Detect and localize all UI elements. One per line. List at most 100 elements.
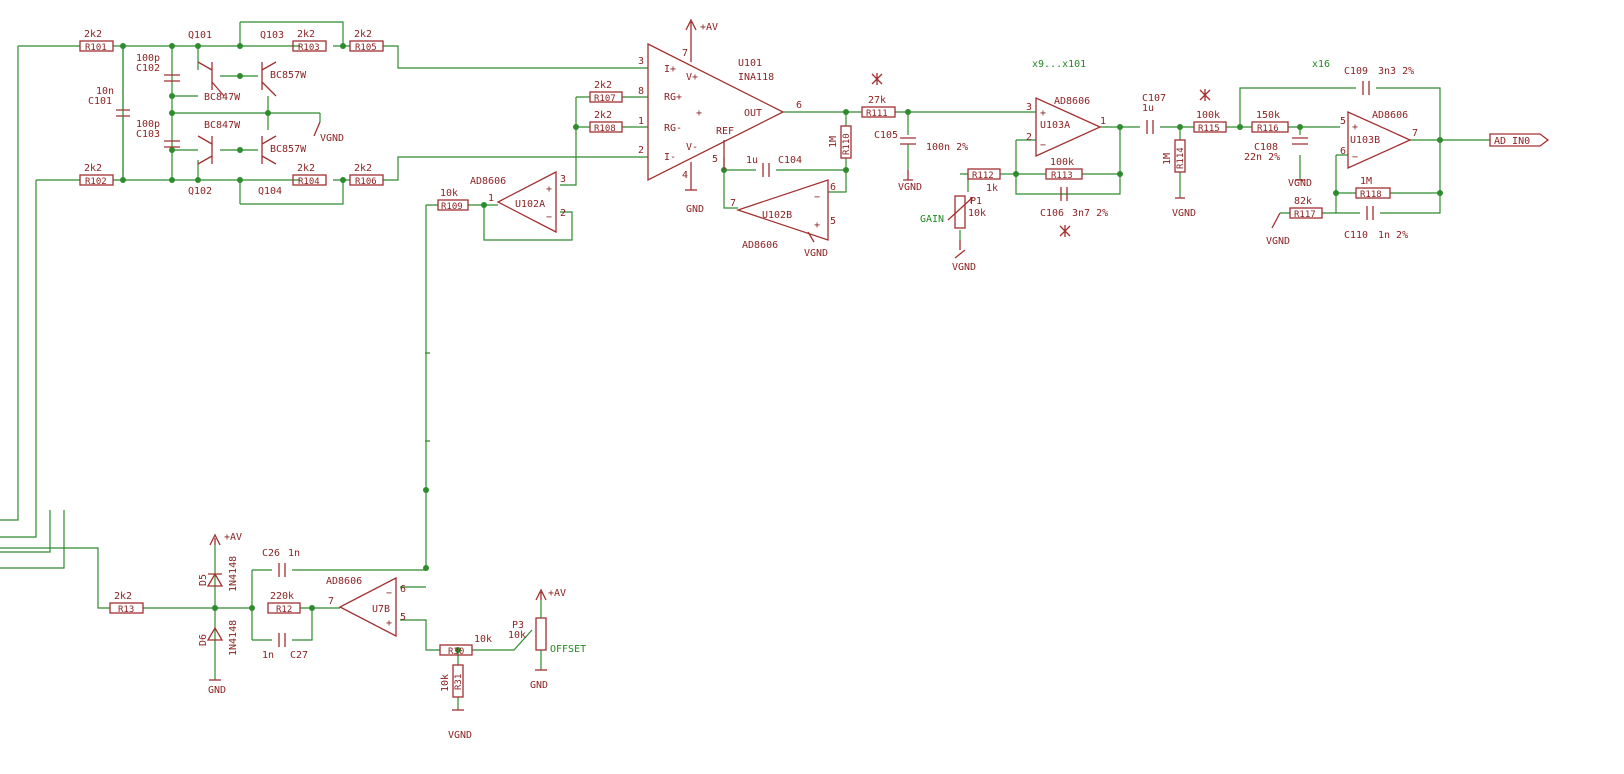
gain-range-label: x9...x101 (1032, 59, 1086, 70)
svg-text:+: + (814, 220, 820, 231)
vgnd-7: VGND (1266, 212, 1290, 247)
svg-text:VGND: VGND (1172, 208, 1196, 219)
svg-text:3: 3 (1026, 102, 1032, 113)
transistor-q101: Q101 BC847W (188, 30, 241, 103)
svg-text:R107: R107 (594, 94, 616, 104)
svg-text:VGND: VGND (952, 262, 976, 273)
opamp-u103a: +− U103A AD8606 3 2 1 (1026, 96, 1106, 158)
output-port-ad-in0: AD IN0 (1489, 133, 1550, 147)
svg-text:AD8606: AD8606 (1372, 110, 1408, 121)
vgnd-4: VGND (952, 240, 976, 273)
svg-text:1: 1 (488, 193, 494, 204)
svg-text:VGND: VGND (448, 730, 472, 741)
svg-text:+: + (386, 618, 392, 629)
svg-text:R106: R106 (355, 177, 377, 187)
svg-text:OUT: OUT (744, 108, 762, 119)
svg-text:1k: 1k (986, 183, 998, 194)
supply-av-pot: +AV (535, 588, 566, 601)
svg-text:R118: R118 (1360, 190, 1382, 200)
svg-text:R12: R12 (276, 605, 292, 615)
svg-text:C104: C104 (778, 155, 802, 166)
svg-text:2: 2 (1026, 132, 1032, 143)
svg-text:+AV: +AV (224, 532, 242, 543)
svg-text:R115: R115 (1198, 124, 1220, 134)
svg-text:5: 5 (1340, 116, 1346, 127)
svg-text:C107: C107 (1142, 93, 1166, 104)
svg-text:R31: R31 (454, 674, 464, 690)
svg-text:Q104: Q104 (258, 186, 282, 197)
svg-text:100k: 100k (1050, 157, 1074, 168)
svg-text:10k: 10k (508, 630, 526, 641)
svg-text:2: 2 (638, 145, 644, 156)
svg-text:U103B: U103B (1350, 135, 1380, 146)
diode-d6: D6 1N4148 (198, 620, 239, 680)
svg-text:P1: P1 (970, 196, 982, 207)
svg-text:AD8606: AD8606 (1054, 96, 1090, 107)
svg-text:U102A: U102A (515, 199, 545, 210)
transistor-q104: Q104 BC857W (258, 135, 307, 197)
opamp-u102a: +− U102A AD8606 3 2 1 (470, 170, 566, 234)
svg-text:AD8606: AD8606 (742, 240, 778, 251)
svg-text:1M: 1M (828, 136, 839, 148)
svg-text:OFFSET: OFFSET (550, 644, 586, 655)
svg-text:2k2: 2k2 (354, 29, 372, 40)
svg-text:R114: R114 (1176, 147, 1186, 169)
vgnd-6: VGND (1288, 178, 1312, 189)
svg-text:10k: 10k (440, 188, 458, 199)
gnd-pot: GND (530, 669, 548, 691)
svg-text:U7B: U7B (372, 604, 390, 615)
transistor-q102: Q102 BC847W (188, 120, 241, 197)
svg-text:+AV: +AV (700, 22, 718, 33)
svg-text:R111: R111 (866, 109, 888, 119)
vgnd-1: VGND (313, 121, 344, 144)
svg-text:AD8606: AD8606 (326, 576, 362, 587)
svg-text:Q101: Q101 (188, 30, 212, 41)
junctions (120, 43, 1443, 653)
svg-text:C109: C109 (1344, 66, 1368, 77)
svg-text:C105: C105 (874, 130, 898, 141)
svg-text:2k2: 2k2 (114, 591, 132, 602)
svg-text:Q103: Q103 (260, 30, 284, 41)
svg-text:−: − (1040, 140, 1046, 151)
svg-text:R110: R110 (842, 133, 852, 155)
gnd-ina: GND (685, 189, 704, 215)
gain2-label: x16 (1312, 59, 1330, 70)
svg-text:2k2: 2k2 (84, 163, 102, 174)
svg-text:1M: 1M (1162, 153, 1173, 165)
svg-text:10k: 10k (440, 674, 451, 692)
asterisk-markers (871, 73, 1211, 237)
svg-text:C27: C27 (290, 650, 308, 661)
svg-text:2k2: 2k2 (297, 29, 315, 40)
svg-text:C26: C26 (262, 548, 280, 559)
svg-text:REF: REF (716, 126, 734, 137)
gnd-diode: GND (208, 679, 226, 696)
svg-text:R105: R105 (355, 43, 377, 53)
svg-text:10k: 10k (474, 634, 492, 645)
svg-text:RG-: RG- (664, 123, 682, 134)
svg-text:1N4148: 1N4148 (228, 556, 239, 592)
svg-text:1n 2%: 1n 2% (1378, 230, 1408, 241)
svg-text:C106: C106 (1040, 208, 1064, 219)
svg-text:C103: C103 (136, 129, 160, 140)
svg-text:R101: R101 (85, 43, 107, 53)
svg-text:1: 1 (638, 116, 644, 127)
svg-text:2k2: 2k2 (594, 110, 612, 121)
svg-text:VGND: VGND (1266, 236, 1290, 247)
svg-text:C101: C101 (88, 96, 112, 107)
svg-text:1N4148: 1N4148 (228, 620, 239, 656)
svg-text:R109: R109 (441, 202, 463, 212)
svg-text:GND: GND (686, 204, 704, 215)
